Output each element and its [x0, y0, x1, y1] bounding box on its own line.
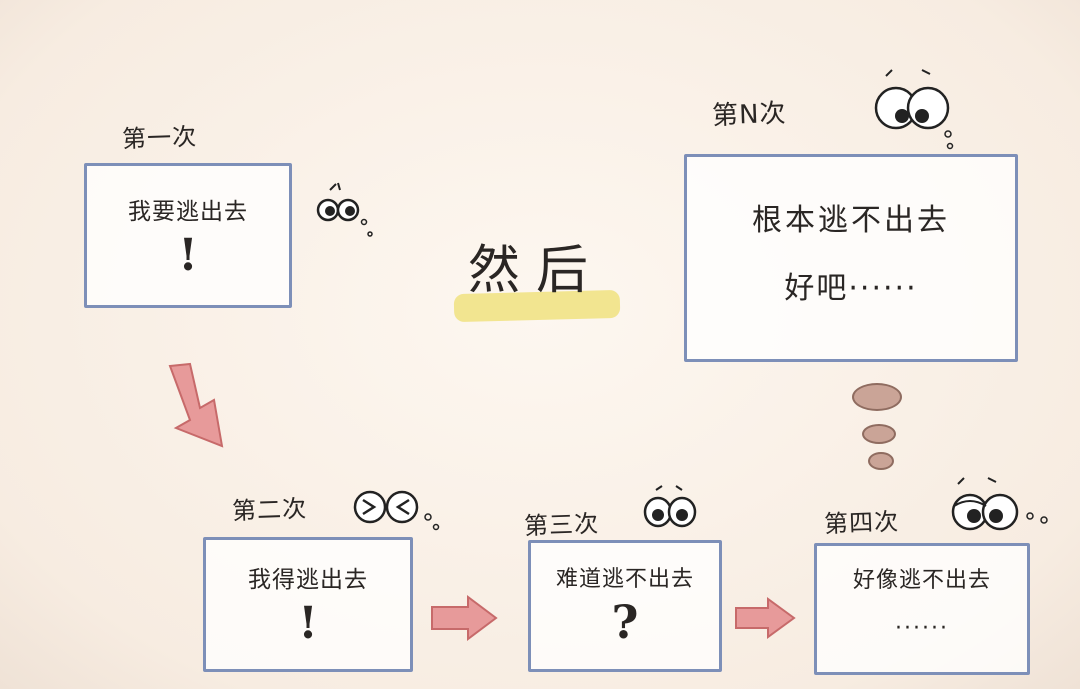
panel-third-label: 第三次 [523, 509, 600, 541]
panel-first-mark: ! [178, 230, 198, 281]
panel-second-box: 我得逃出去 ! [203, 537, 413, 672]
tired-eyes-icon [874, 69, 954, 150]
panel-second-label: 第二次 [231, 494, 308, 526]
arrow-right-icon [431, 595, 498, 641]
panel-nth-label: 第N次 [711, 98, 788, 132]
panel-third-text: 难道逃不出去 [555, 567, 694, 592]
eyes-icon [316, 182, 373, 237]
panel-fourth-box: 好像逃不出去 ······ [814, 543, 1030, 675]
panel-first-text: 我要逃出去 [128, 199, 248, 225]
panel-nth-text: 根本逃不出去 [752, 203, 950, 238]
arrow-down-icon [168, 362, 224, 448]
squint-eyes-icon [353, 490, 440, 531]
panel-second-text: 我得逃出去 [248, 567, 368, 593]
panel-nth-ellipsis: 好吧······ [784, 271, 918, 306]
panel-fourth-label: 第四次 [823, 507, 900, 539]
panel-fourth-text: 好像逃不出去 [852, 568, 991, 593]
center-word: 然后 [468, 241, 605, 301]
panel-nth-box: 根本逃不出去 好吧······ [684, 154, 1018, 362]
panel-first-label: 第一次 [121, 122, 198, 154]
arrow-right-icon-2 [735, 597, 796, 639]
wide-eyes-icon [643, 485, 697, 528]
panel-third-box: 难道逃不出去 ? [528, 540, 722, 672]
panel-fourth-ellipsis: ······ [895, 616, 949, 641]
worried-eyes-icon [951, 477, 1048, 531]
panel-second-mark: ! [298, 598, 318, 649]
thought-bubble-small [868, 452, 894, 470]
thought-bubble-medium [862, 424, 896, 444]
panel-third-mark: ? [611, 595, 639, 649]
thought-bubble-large [852, 383, 902, 411]
panel-first-box: 我要逃出去 ! [84, 163, 292, 308]
